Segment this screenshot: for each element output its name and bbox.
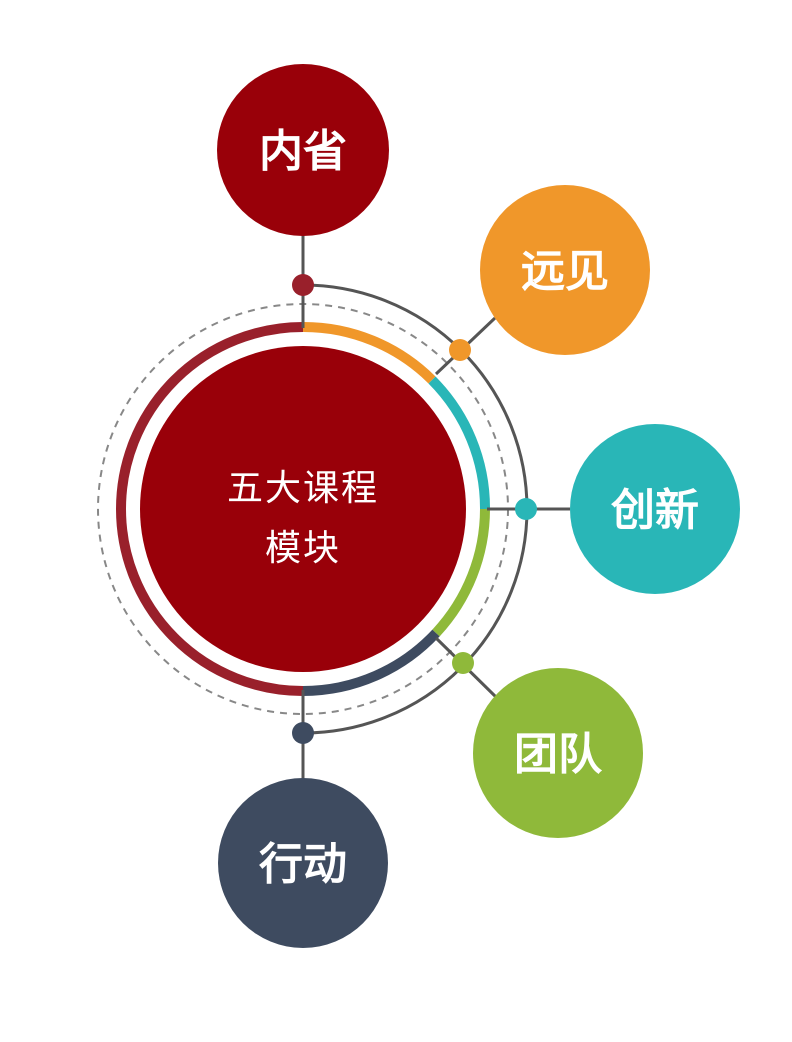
module-yuanjian-label: 远见 bbox=[521, 246, 609, 297]
module-yuanjian-circle bbox=[480, 185, 650, 355]
module-chuangxin-label: 创新 bbox=[611, 485, 699, 536]
dot-xingdong bbox=[292, 722, 314, 744]
module-tuandui-circle bbox=[473, 668, 643, 838]
dot-chuangxin bbox=[515, 498, 537, 520]
module-chuangxin: 创新 bbox=[570, 424, 740, 594]
module-chuangxin-circle bbox=[570, 424, 740, 594]
module-neisheng: 内省 bbox=[217, 64, 389, 236]
dot-neisheng bbox=[292, 274, 314, 296]
module-neisheng-circle bbox=[217, 64, 389, 236]
module-xingdong: 行动 bbox=[218, 778, 388, 948]
center-label-line2: 模块 bbox=[265, 528, 341, 569]
arc-segment-green bbox=[432, 508, 490, 637]
module-xingdong-circle bbox=[218, 778, 388, 948]
dot-tuandui bbox=[452, 652, 474, 674]
left-arc bbox=[116, 322, 304, 696]
arc-segment-navy bbox=[302, 629, 440, 696]
arc-segment-teal bbox=[428, 376, 491, 510]
module-neisheng-label: 内省 bbox=[259, 126, 347, 177]
dot-yuanjian bbox=[449, 339, 471, 361]
arc-segment-orange bbox=[302, 321, 436, 384]
center-label-line1: 五大课程 bbox=[227, 468, 379, 509]
center-circle bbox=[140, 346, 466, 672]
module-yuanjian: 远见 bbox=[480, 185, 650, 355]
module-tuandui: 团队 bbox=[473, 668, 643, 838]
module-xingdong-label: 行动 bbox=[259, 839, 347, 890]
module-tuandui-label: 团队 bbox=[514, 729, 603, 780]
